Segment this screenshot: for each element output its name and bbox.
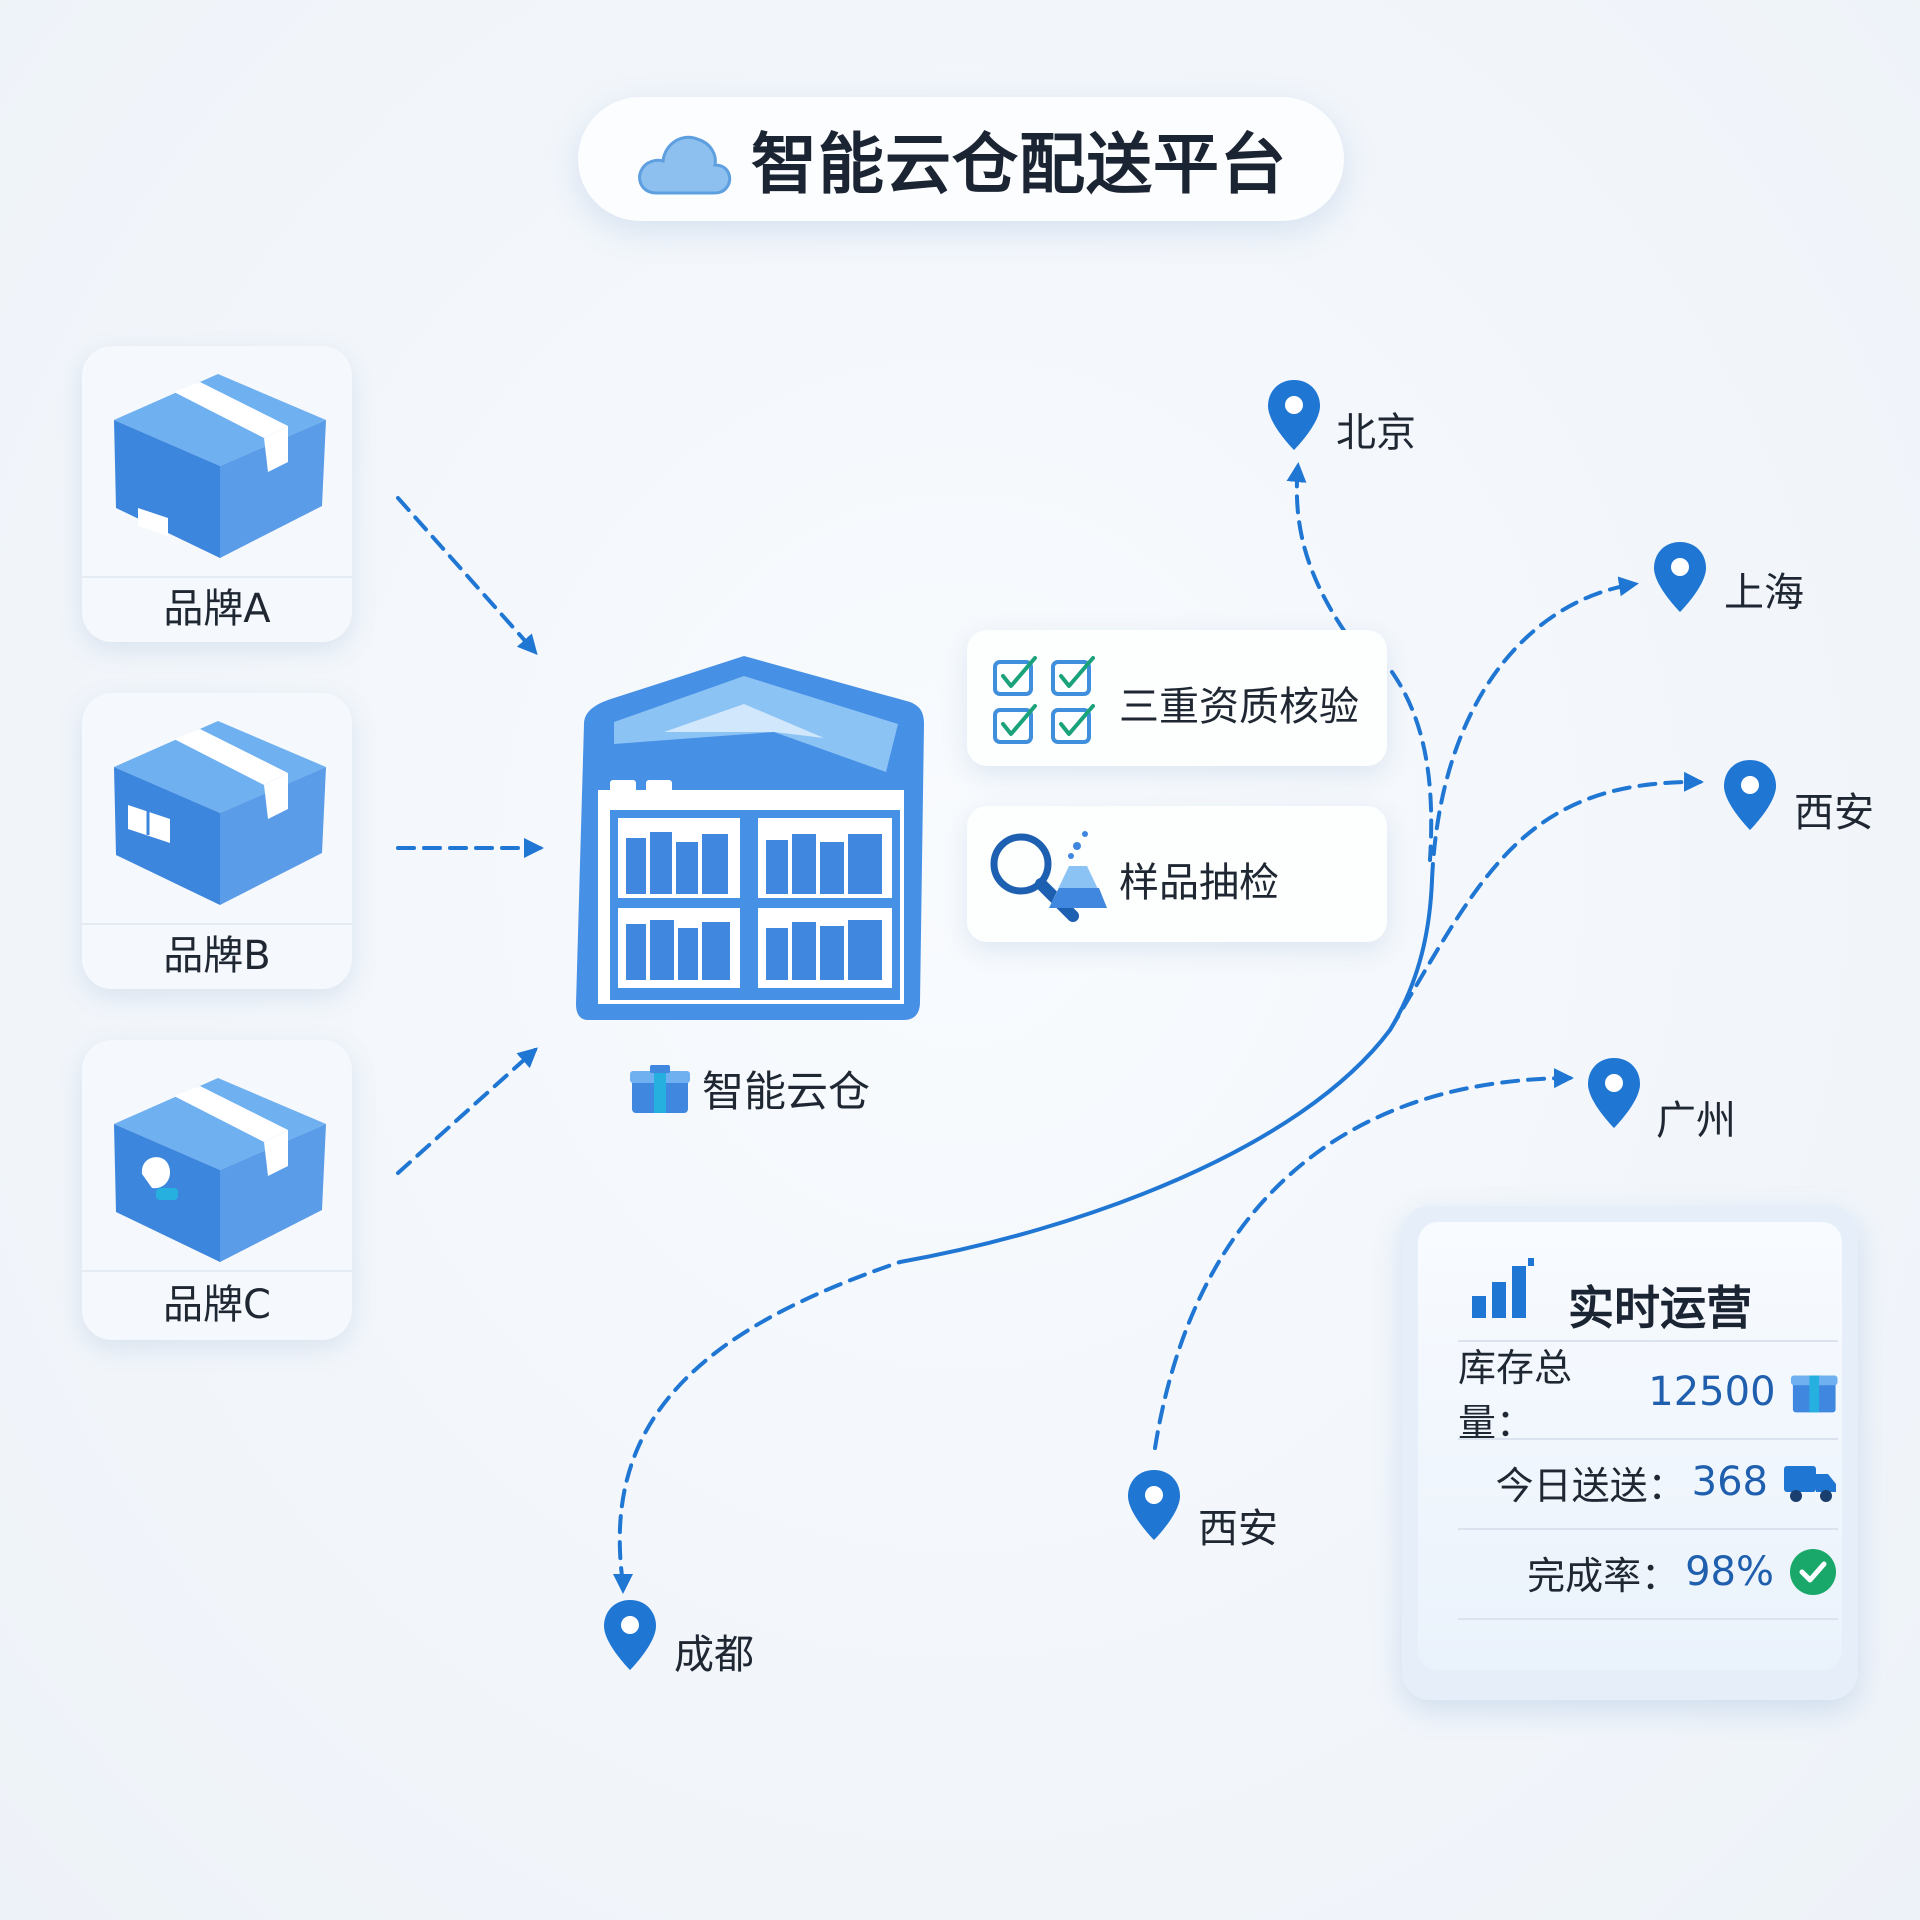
ops-row-completion: 完成率： 98% xyxy=(1458,1526,1838,1618)
brand-label: 品牌B xyxy=(163,933,271,979)
check-circle-icon xyxy=(1790,1549,1836,1595)
box-icon xyxy=(1790,1375,1838,1413)
page-title: 智能云仓配送平台 xyxy=(751,126,1287,203)
brand-card-a: 品牌A xyxy=(82,346,352,642)
ops-row-inventory: 库存总量： 12500 xyxy=(1458,1346,1838,1445)
checkbox-icon xyxy=(993,656,1095,744)
divider xyxy=(1458,1618,1838,1620)
divider xyxy=(1458,1438,1838,1440)
route-shanghai xyxy=(1430,576,1639,882)
brand-card-b: 品牌B xyxy=(82,693,352,989)
location-pin-icon xyxy=(1128,1470,1180,1540)
box-icon xyxy=(114,374,326,558)
route-upper xyxy=(1390,670,1434,862)
city-label-guangzhou: 广州 xyxy=(1656,1098,1736,1144)
location-pin-icon xyxy=(604,1600,656,1670)
box-icon xyxy=(630,1064,690,1113)
location-pin-icon xyxy=(1724,760,1776,830)
city-label-shanghai: 上海 xyxy=(1724,570,1804,616)
warehouse-icon xyxy=(576,656,924,1020)
magnifier-icon xyxy=(990,831,1107,922)
divider xyxy=(1458,1340,1838,1342)
brand-a-arrow xyxy=(396,496,538,655)
operations-title: 实时运营 xyxy=(1568,1281,1752,1335)
route-chengdu xyxy=(617,1260,902,1586)
ops-row-label: 今日送送： xyxy=(1495,1463,1686,1508)
brand-c-arrow xyxy=(396,1047,538,1175)
ops-row-label: 库存总量： xyxy=(1458,1346,1573,1445)
operations-card: 实时运营 库存总量： 12500 今日送送： 368 完成率： xyxy=(1402,1206,1858,1700)
main-route-solid xyxy=(899,879,1434,1264)
bar-chart-icon xyxy=(1472,1258,1534,1318)
ops-row-value: 12500 xyxy=(1648,1369,1776,1415)
truck-icon xyxy=(1784,1466,1836,1502)
box-icon xyxy=(114,1078,326,1262)
brand-label: 品牌C xyxy=(163,1282,271,1328)
route-xian-east xyxy=(1388,771,1704,1032)
location-pin-icon xyxy=(1588,1058,1640,1128)
title-card: 智能云仓配送平台 xyxy=(578,97,1344,221)
ops-row-label: 完成率： xyxy=(1527,1553,1680,1598)
divider xyxy=(1458,1528,1838,1530)
warehouse-label-text: 智能云仓 xyxy=(702,1067,871,1116)
route-guangzhou xyxy=(1153,1068,1574,1450)
sampling-label: 样品抽检 xyxy=(1119,860,1279,906)
brand-card-c: 品牌C xyxy=(82,1040,352,1340)
location-pin-icon xyxy=(1654,542,1706,612)
city-label-beijing: 北京 xyxy=(1336,410,1416,456)
city-label-xian: 西安 xyxy=(1794,790,1874,836)
ops-row-deliveries: 今日送送： 368 xyxy=(1458,1436,1838,1528)
qualification-card: 三重资质核验 xyxy=(967,630,1387,766)
brand-label: 品牌A xyxy=(163,586,271,632)
ops-row-value: 98% xyxy=(1685,1549,1774,1595)
location-pin-icon xyxy=(1268,380,1320,450)
ops-row-value: 368 xyxy=(1691,1459,1768,1505)
box-icon xyxy=(114,721,326,905)
qualification-label: 三重资质核验 xyxy=(1119,684,1359,730)
city-label-chengdu: 成都 xyxy=(674,1632,754,1678)
cloud-icon xyxy=(638,135,732,195)
city-label-xian-2: 西安 xyxy=(1198,1506,1278,1552)
route-beijing xyxy=(1286,462,1347,634)
sampling-card: 样品抽检 xyxy=(967,806,1387,942)
warehouse-label: 智能云仓 xyxy=(628,1058,870,1119)
